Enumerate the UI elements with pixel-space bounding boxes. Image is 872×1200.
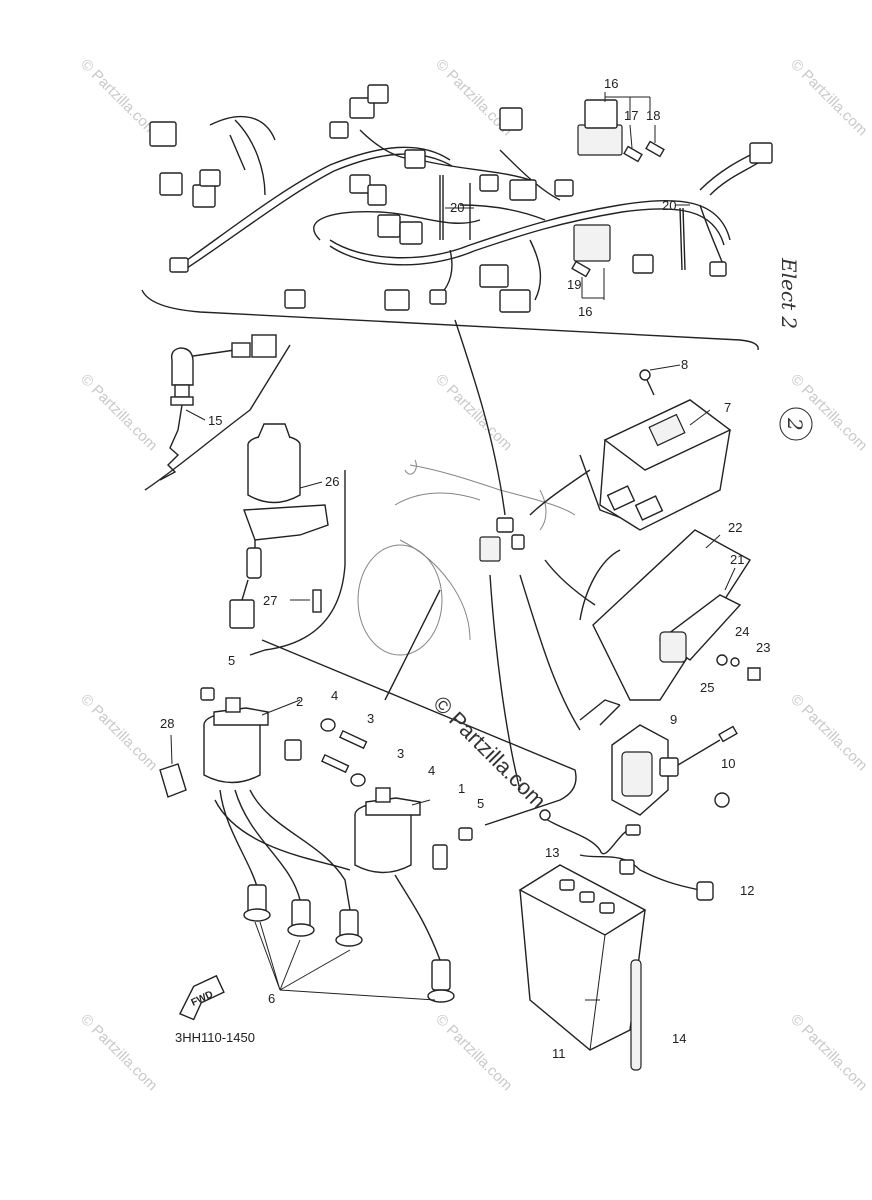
callout-15: 15 bbox=[208, 413, 222, 428]
callout-7: 7 bbox=[724, 400, 731, 415]
watermark: © Partzilla.com bbox=[77, 691, 160, 774]
callout-27: 27 bbox=[263, 593, 277, 608]
callout-5-bottom: 5 bbox=[477, 796, 484, 811]
harness-to-center-line bbox=[454, 319, 506, 516]
callout-16-top: 16 bbox=[604, 76, 618, 91]
callout-20-right: 20 bbox=[662, 198, 676, 213]
wire-harness-group bbox=[141, 84, 773, 351]
item-21-22-regulator-plate bbox=[544, 529, 761, 701]
harness-enclosure-curve bbox=[141, 289, 759, 351]
callout-19: 19 bbox=[567, 277, 581, 292]
handwritten-circle bbox=[779, 407, 813, 441]
watermark: © Partzilla.com bbox=[77, 1011, 160, 1094]
watermark: © Partzilla.com bbox=[787, 371, 870, 454]
callout-24: 24 bbox=[735, 624, 749, 639]
watermark: © Partzilla.com bbox=[432, 1011, 515, 1094]
callout-14: 14 bbox=[672, 1031, 686, 1046]
callout-26: 26 bbox=[325, 474, 339, 489]
handwritten-note: Elect 2 bbox=[777, 257, 801, 329]
callout-22: 22 bbox=[728, 520, 742, 535]
callout-8: 8 bbox=[681, 357, 688, 372]
watermark: © Partzilla.com bbox=[787, 56, 870, 139]
callout-10: 10 bbox=[721, 756, 735, 771]
callout-18: 18 bbox=[646, 108, 660, 123]
callout-3-top: 3 bbox=[367, 711, 374, 726]
callout-3-bottom: 3 bbox=[397, 746, 404, 761]
callout-13: 13 bbox=[545, 845, 559, 860]
center-connector bbox=[479, 536, 501, 562]
diagram-code: 3HH110-1450 bbox=[175, 1030, 255, 1045]
handwritten-circled-number: 2 bbox=[783, 417, 807, 431]
callout-12: 12 bbox=[740, 883, 754, 898]
watermark: © Partzilla.com bbox=[787, 1011, 870, 1094]
watermark: © Partzilla.com bbox=[787, 691, 870, 774]
item-7-cdi-unit bbox=[529, 364, 732, 531]
callout-11: 11 bbox=[552, 1046, 566, 1061]
center-connector bbox=[496, 517, 514, 533]
callout-20-left: 20 bbox=[450, 200, 464, 215]
item-26-ignition-switch bbox=[229, 423, 346, 656]
callout-17: 17 bbox=[624, 108, 638, 123]
battery-group bbox=[489, 574, 738, 1071]
fwd-arrow: FWD bbox=[178, 974, 225, 1021]
ignition-coils bbox=[159, 589, 577, 1003]
callout-9: 9 bbox=[670, 712, 677, 727]
callout-4-top: 4 bbox=[331, 688, 338, 703]
callout-21: 21 bbox=[730, 552, 744, 567]
center-connector bbox=[511, 534, 525, 550]
callout-28: 28 bbox=[160, 716, 174, 731]
callout-23: 23 bbox=[756, 640, 770, 655]
callout-6: 6 bbox=[268, 991, 275, 1006]
watermark: © Partzilla.com bbox=[432, 371, 515, 454]
callout-16-bottom: 16 bbox=[578, 304, 592, 319]
motorcycle-outline bbox=[357, 459, 576, 656]
callout-2: 2 bbox=[296, 694, 303, 709]
callout-numbers: 16 17 18 20 20 19 16 8 15 7 26 22 21 27 … bbox=[160, 76, 770, 1061]
callout-1: 1 bbox=[458, 781, 465, 796]
callout-25: 25 bbox=[700, 680, 714, 695]
watermark: © Partzilla.com bbox=[77, 56, 160, 139]
watermark: © Partzilla.com bbox=[77, 371, 160, 454]
watermarks: © Partzilla.com © Partzilla.com © Partzi… bbox=[77, 56, 870, 1094]
callout-5-top: 5 bbox=[228, 653, 235, 668]
item-15-switch bbox=[144, 334, 291, 491]
callout-4-bottom: 4 bbox=[428, 763, 435, 778]
